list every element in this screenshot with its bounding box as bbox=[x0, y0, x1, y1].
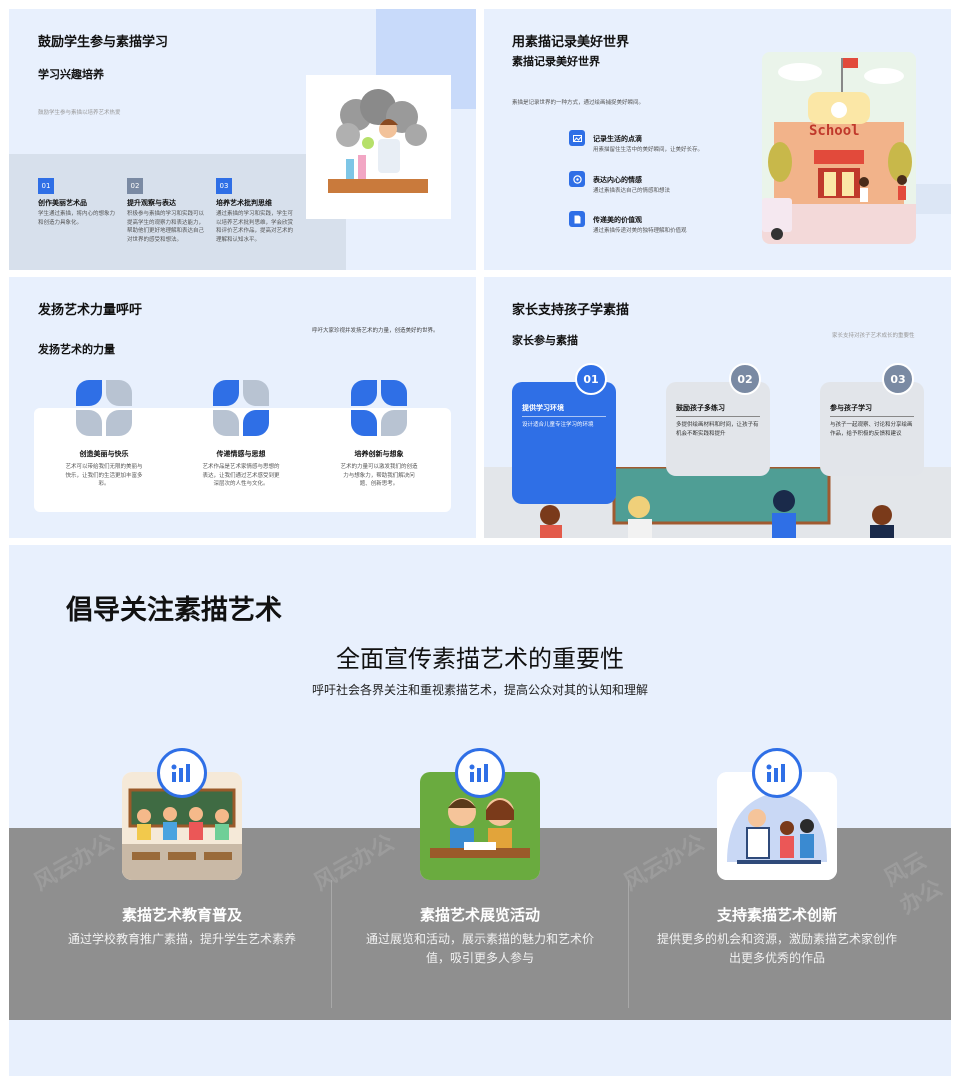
step-desc: 设计适合儿童专注学习的环境 bbox=[522, 422, 594, 428]
step-divider bbox=[676, 416, 760, 417]
slide-subtitle: 家长参与素描 bbox=[512, 334, 578, 347]
slide-parent-support[interactable]: 家长支持孩子学素描 家长参与素描 家长支持对孩子艺术成长的重要性 01 提供学习… bbox=[484, 277, 951, 538]
slide-title: 发扬艺术力量呼吁 bbox=[38, 303, 143, 318]
step-number: 03 bbox=[882, 363, 914, 395]
slide-title: 用素描记录美好世界 bbox=[512, 35, 630, 50]
step-divider bbox=[522, 416, 606, 417]
item-desc: 艺术的力量可以激发我们的创造力与想象力，帮助我们解决问题、创新思考。 bbox=[340, 464, 418, 488]
column-desc: 通过学校教育推广素描，提升学生艺术素养 bbox=[67, 932, 296, 946]
item-title: 创造美丽与快乐 bbox=[79, 450, 129, 458]
item-number: 03 bbox=[216, 178, 232, 194]
slide-title: 家长支持孩子学素描 bbox=[512, 303, 630, 318]
step-card[interactable] bbox=[666, 382, 770, 476]
step-card[interactable] bbox=[512, 382, 616, 504]
slide-art-power[interactable]: 发扬艺术力量呼吁 呼吁大家珍视并发扬艺术的力量，创造美好的世界。 发扬艺术的力量… bbox=[9, 277, 476, 538]
column-desc: 提供更多的机会和资源，激励素描艺术家创作出更多优秀的作品 bbox=[657, 932, 898, 965]
step-desc: 多提供绘画材料和时间，让孩子有机会不断实践和提升 bbox=[676, 422, 759, 437]
slide-subtitle: 发扬艺术的力量 bbox=[38, 343, 115, 356]
step-desc: 与孩子一起观察、讨论和分享绘画作品，给予积极的反馈和建议 bbox=[830, 422, 913, 437]
feature-title: 记录生活的点滴 bbox=[593, 135, 642, 143]
step-number: 02 bbox=[729, 363, 761, 395]
slide-record-world[interactable]: 用素描记录美好世界 素描记录美好世界 素描是记录世界的一种方式，通过绘画捕捉美好… bbox=[484, 9, 951, 270]
slide-title: 鼓励学生参与素描学习 bbox=[38, 35, 169, 50]
step-number: 01 bbox=[575, 363, 607, 395]
feature-desc: 用素描留住生活中的美好瞬间，让美好长存。 bbox=[593, 147, 704, 153]
column-divider bbox=[331, 880, 332, 1008]
image-icon bbox=[569, 130, 585, 146]
column-desc: 通过展览和活动，展示素描的魅力和艺术价值，吸引更多人参与 bbox=[365, 932, 594, 965]
feature-title: 表达内心的情感 bbox=[593, 176, 642, 184]
step-title: 提供学习环境 bbox=[522, 404, 564, 412]
item-title: 创作美丽艺术品 bbox=[38, 199, 87, 207]
step-card[interactable] bbox=[820, 382, 924, 476]
column-title: 素描艺术教育普及 bbox=[121, 906, 242, 924]
item-number: 01 bbox=[38, 178, 54, 194]
section-heading: 全面宣传素描艺术的重要性 bbox=[336, 645, 624, 673]
slide-encourage-students[interactable]: 鼓励学生参与素描学习 学习兴趣培养 鼓励学生参与素描以培养艺术热爱 01 创作美… bbox=[9, 9, 476, 270]
palette-icon bbox=[569, 171, 585, 187]
chart-icon bbox=[455, 748, 505, 798]
bottom-band bbox=[9, 154, 346, 270]
chart-icon bbox=[752, 748, 802, 798]
feature-title: 传递美的价值观 bbox=[593, 216, 642, 224]
item-title: 培养创新与想象 bbox=[354, 450, 404, 458]
column-title: 素描艺术展览活动 bbox=[419, 906, 540, 924]
slide-caption: 素描是记录世界的一种方式，通过绘画捕捉美好瞬间。 bbox=[512, 100, 645, 106]
scientist-illustration bbox=[306, 75, 451, 219]
item-desc: 积极参与素描的学习和实践可以提高学生的观察力和表达能力，帮助他们更好地理解和表达… bbox=[127, 211, 205, 243]
petal-icon bbox=[351, 380, 407, 436]
feature-desc: 通过素描表达自己的情感和想法 bbox=[593, 188, 671, 194]
column-title: 支持素描艺术创新 bbox=[716, 906, 837, 924]
column-divider bbox=[628, 880, 629, 1008]
school-sign: School bbox=[809, 123, 860, 139]
petal-icon bbox=[213, 380, 269, 436]
slide-subtitle: 素描记录美好世界 bbox=[512, 55, 600, 68]
document-icon bbox=[569, 211, 585, 227]
item-desc: 通过素描的学习和实践，学生可以培养艺术批判思维，学会欣赏和评价艺术作品，提高对艺… bbox=[216, 211, 294, 243]
slide-caption: 鼓励学生参与素描以培养艺术热爱 bbox=[38, 110, 121, 116]
section-subheading: 呼吁社会各界关注和重视素描艺术，提高公众对其的认知和理解 bbox=[311, 683, 648, 697]
item-number: 02 bbox=[127, 178, 143, 194]
feature-desc: 通过素描传递对美的独特理解和价值观 bbox=[593, 228, 687, 234]
slide-caption: 呼吁大家珍视并发扬艺术的力量，创造美好的世界。 bbox=[312, 328, 439, 334]
item-desc: 艺术可以带给我们无限的美丽与快乐，让我们的生活更加丰富多彩。 bbox=[65, 464, 143, 488]
item-title: 提升观察与表达 bbox=[127, 199, 176, 207]
slide-caption: 家长支持对孩子艺术成长的重要性 bbox=[832, 333, 915, 339]
step-title: 鼓励孩子多练习 bbox=[676, 404, 725, 412]
step-divider bbox=[830, 416, 914, 417]
slide-subtitle: 学习兴趣培养 bbox=[38, 68, 104, 81]
slide-advocate-sketch[interactable]: 风云办公 风云办公 风云办公 风云办公 倡导关注素描艺术 全面宣传素描艺术的重要… bbox=[9, 545, 951, 1076]
item-desc: 学生通过素描，将内心的想象力和创造力具象化。 bbox=[38, 211, 116, 226]
chart-icon bbox=[157, 748, 207, 798]
step-title: 参与孩子学习 bbox=[830, 404, 872, 412]
doctor-kids-illustration bbox=[717, 772, 837, 880]
school-illustration bbox=[762, 52, 916, 244]
item-title: 传递情感与思想 bbox=[216, 450, 266, 458]
petal-icon bbox=[76, 380, 132, 436]
side-accent bbox=[916, 184, 951, 214]
slide-title: 倡导关注素描艺术 bbox=[66, 595, 282, 626]
item-title: 培养艺术批判思维 bbox=[216, 199, 272, 207]
item-desc: 艺术作品是艺术家情感与思想的表达，让我们通过艺术感受到更深层次的人性与文化。 bbox=[202, 464, 280, 488]
